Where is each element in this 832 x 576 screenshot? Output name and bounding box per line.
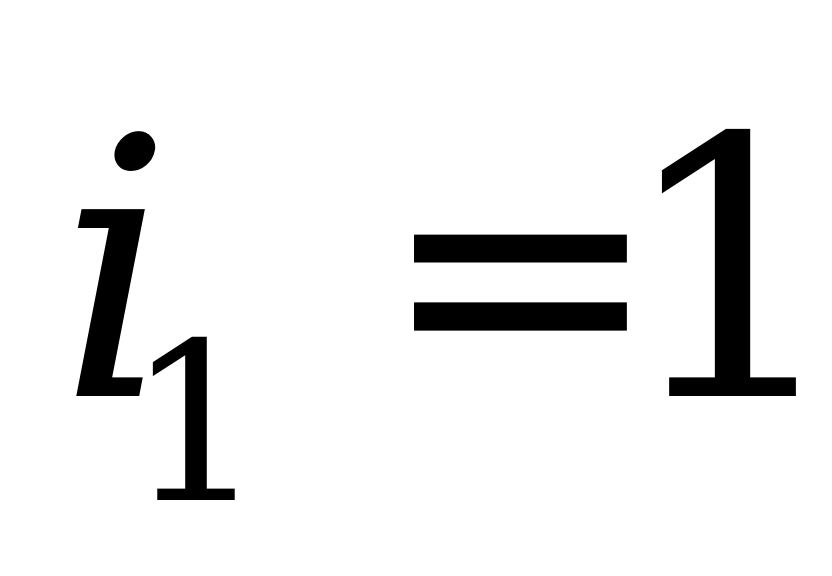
formula-variable: i <box>58 62 174 481</box>
formula-equals-sign: = <box>378 74 663 470</box>
formula-value: 1 <box>618 62 832 481</box>
math-formula: i 1 = 1 <box>58 62 832 535</box>
formula-subscript: 1 <box>126 296 266 552</box>
